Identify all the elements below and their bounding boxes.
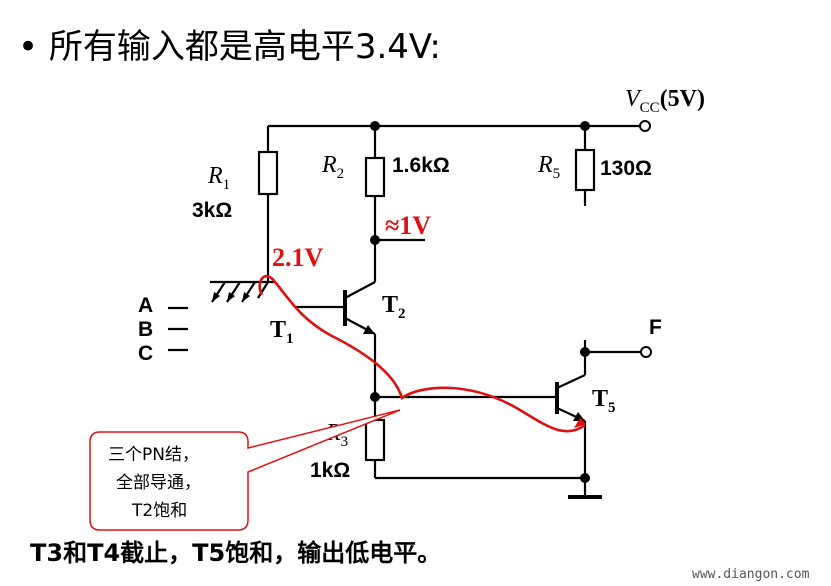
r3-value: 1kΩ xyxy=(310,459,350,482)
t5-collector xyxy=(556,374,586,389)
watermark: www.diangon.com xyxy=(692,567,810,582)
t1-label: T1 xyxy=(270,317,294,347)
page-title: • 所有输入都是高电平3.4V: xyxy=(18,27,441,67)
footer-caption: T3和T4截止，T5饱和，输出低电平。 xyxy=(30,539,441,567)
ground-node xyxy=(580,473,590,483)
callout-line-3: T2饱和 xyxy=(131,501,187,521)
r3-resistor xyxy=(364,418,386,462)
r2-value: 1.6kΩ xyxy=(392,154,450,177)
callout-line-1: 三个PN结， xyxy=(108,445,199,465)
r5-resistor xyxy=(574,148,596,192)
r1-label: R1 xyxy=(207,163,230,193)
collector-voltage-label: ≈1V xyxy=(385,211,431,240)
base-voltage-label: 2.1V xyxy=(272,243,324,272)
callout-bubble xyxy=(89,409,401,531)
r2-label: R2 xyxy=(321,152,344,182)
r5-value: 130Ω xyxy=(600,157,652,180)
input-a-label: A xyxy=(138,294,153,317)
t2-label: T2 xyxy=(382,292,406,322)
t5-label: T5 xyxy=(592,386,616,416)
vcc-label: VCC(5V) xyxy=(625,86,705,116)
callout-line-2: 全部导通， xyxy=(116,473,201,493)
r1-value: 3kΩ xyxy=(192,199,232,222)
r1-resistor xyxy=(257,150,279,196)
t1-emitters xyxy=(211,281,269,303)
current-arrow xyxy=(574,418,586,428)
t2-emitter-arrow xyxy=(363,325,375,334)
vcc-terminal xyxy=(639,120,651,132)
output-label: F xyxy=(649,316,662,339)
r5-label: R5 xyxy=(537,152,560,182)
r2-resistor xyxy=(364,156,386,198)
output-terminal xyxy=(640,346,652,358)
input-c-label: C xyxy=(138,342,153,365)
current-path xyxy=(258,275,586,433)
input-b-label: B xyxy=(138,318,153,341)
t5-emitter-arrow xyxy=(573,412,585,421)
t2-collector xyxy=(344,281,376,299)
